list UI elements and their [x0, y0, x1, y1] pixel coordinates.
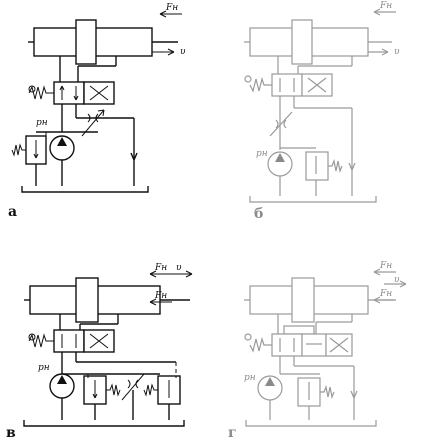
- tank-v: [23, 420, 185, 427]
- piston-b: [291, 19, 313, 65]
- velocity-label-g: υ: [394, 275, 400, 285]
- valve-left-box-g: [271, 333, 303, 357]
- panel-a: Fн υ pн: [8, 3, 186, 220]
- tank-g: [245, 420, 377, 427]
- throttle-b: [275, 119, 287, 129]
- panel-letter-b: б: [254, 206, 263, 222]
- valve-handle-a: [28, 85, 36, 93]
- valve-mid-box-g: [301, 333, 327, 357]
- valve-spring-v: [28, 333, 54, 348]
- valve-spring-g: [249, 336, 272, 353]
- panel-g: Fн υ Fн pн г: [228, 261, 407, 439]
- velocity-label-a: υ: [180, 47, 186, 57]
- force-label-a: Fн: [165, 3, 178, 13]
- tank-a: [21, 186, 149, 193]
- pressure-label-v: pн: [38, 363, 50, 373]
- throttle-a: [87, 113, 99, 123]
- valve-left-box-v: [53, 329, 85, 353]
- panel-b: Fн υ pн б: [244, 1, 400, 222]
- valve-left-box-b: [271, 73, 303, 97]
- piston-a: [75, 19, 97, 65]
- velocity-label-b: υ: [394, 47, 400, 57]
- force-label-top-v: Fн: [154, 263, 167, 273]
- relief-valve-b: [305, 151, 329, 181]
- pressure-label-g: pн: [244, 373, 256, 383]
- velocity-label-v: υ: [176, 263, 182, 273]
- panel-v: Fн υ Fн pн: [6, 263, 193, 439]
- panel-letter-g: г: [228, 425, 237, 439]
- panel-letter-v: в: [6, 425, 16, 439]
- piston-g: [291, 277, 315, 323]
- valve-left-box-a: [53, 81, 85, 105]
- check-valve-g: [283, 325, 315, 335]
- pressure-label-b: pн: [256, 149, 268, 159]
- valve-spring-b: [249, 76, 272, 93]
- force-label-bottom-g: Fн: [379, 289, 392, 299]
- force-label-bottom-v: Fн: [154, 291, 167, 301]
- force-label-b: Fн: [379, 1, 392, 11]
- panel-letter-a: а: [8, 204, 17, 220]
- valve-spring-a: [28, 85, 54, 100]
- tank-b: [249, 196, 377, 203]
- pressure-label-a: pн: [36, 118, 48, 128]
- force-label-top-g: Fн: [379, 261, 392, 271]
- piston-v: [75, 277, 99, 323]
